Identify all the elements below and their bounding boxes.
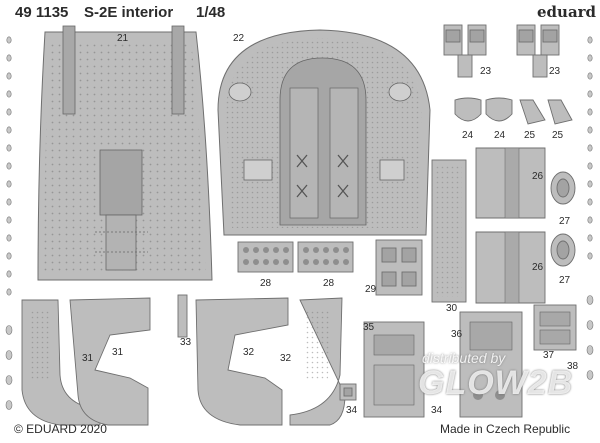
part-label-33: 33 <box>180 337 192 348</box>
part-label-30: 30 <box>446 303 458 314</box>
sheet-title: S-2E interior <box>84 4 174 21</box>
part-label-26b: 26 <box>532 262 544 273</box>
sprue-gates-left <box>5 36 13 410</box>
part-label-35: 35 <box>363 322 375 333</box>
part-label-38: 38 <box>567 361 579 372</box>
part-34 <box>339 383 357 401</box>
watermark-logo: GLOW2B <box>418 364 574 402</box>
part-27 <box>550 171 576 267</box>
part-label-25b: 25 <box>552 130 564 141</box>
sheet-code: 49 1135 <box>15 4 69 21</box>
part-label-34b: 34 <box>431 405 443 416</box>
part-label-23b: 23 <box>549 66 561 77</box>
part-label-23a: 23 <box>480 66 492 77</box>
watermark-tagline: distributed by <box>422 350 506 366</box>
part-label-31a: 31 <box>82 353 94 364</box>
part-36 <box>459 311 523 418</box>
part-21 <box>37 25 213 281</box>
part-label-22: 22 <box>233 33 245 44</box>
part-23-right <box>516 24 560 78</box>
part-label-26a: 26 <box>532 171 544 182</box>
part-label-27a: 27 <box>559 216 571 227</box>
part-label-28a: 28 <box>260 278 272 289</box>
part-31 <box>21 297 151 426</box>
copyright-text: © EDUARD 2020 <box>14 422 107 436</box>
part-label-21: 21 <box>117 33 129 44</box>
part-22 <box>217 29 431 236</box>
part-26-upper <box>475 147 546 219</box>
part-30 <box>431 159 467 303</box>
part-33 <box>177 294 188 338</box>
part-37 <box>533 304 577 351</box>
brand-logo: eduard <box>537 3 597 21</box>
part-label-32a: 32 <box>243 347 255 358</box>
part-label-31b: 31 <box>112 347 124 358</box>
part-label-28b: 28 <box>323 278 335 289</box>
part-label-37: 37 <box>543 350 555 361</box>
part-label-25a: 25 <box>524 130 536 141</box>
part-label-36: 36 <box>451 329 463 340</box>
part-23-left <box>443 24 487 78</box>
part-label-27b: 27 <box>559 275 571 286</box>
part-label-24b: 24 <box>494 130 506 141</box>
part-28 <box>237 241 354 273</box>
origin-text: Made in Czech Republic <box>440 422 571 436</box>
distributor-watermark: distributed by GLOW2B <box>410 350 595 430</box>
part-label-29: 29 <box>365 284 377 295</box>
part-35 <box>363 321 425 418</box>
part-32 <box>195 297 346 426</box>
part-label-24a: 24 <box>462 130 474 141</box>
part-label-34a: 34 <box>346 405 358 416</box>
parts-24-25 <box>454 97 573 125</box>
sheet-scale: 1/48 <box>196 4 226 21</box>
part-26-lower <box>475 231 546 304</box>
part-label-32b: 32 <box>280 353 292 364</box>
sprue-gates-right <box>586 36 594 380</box>
part-29 <box>375 239 423 296</box>
